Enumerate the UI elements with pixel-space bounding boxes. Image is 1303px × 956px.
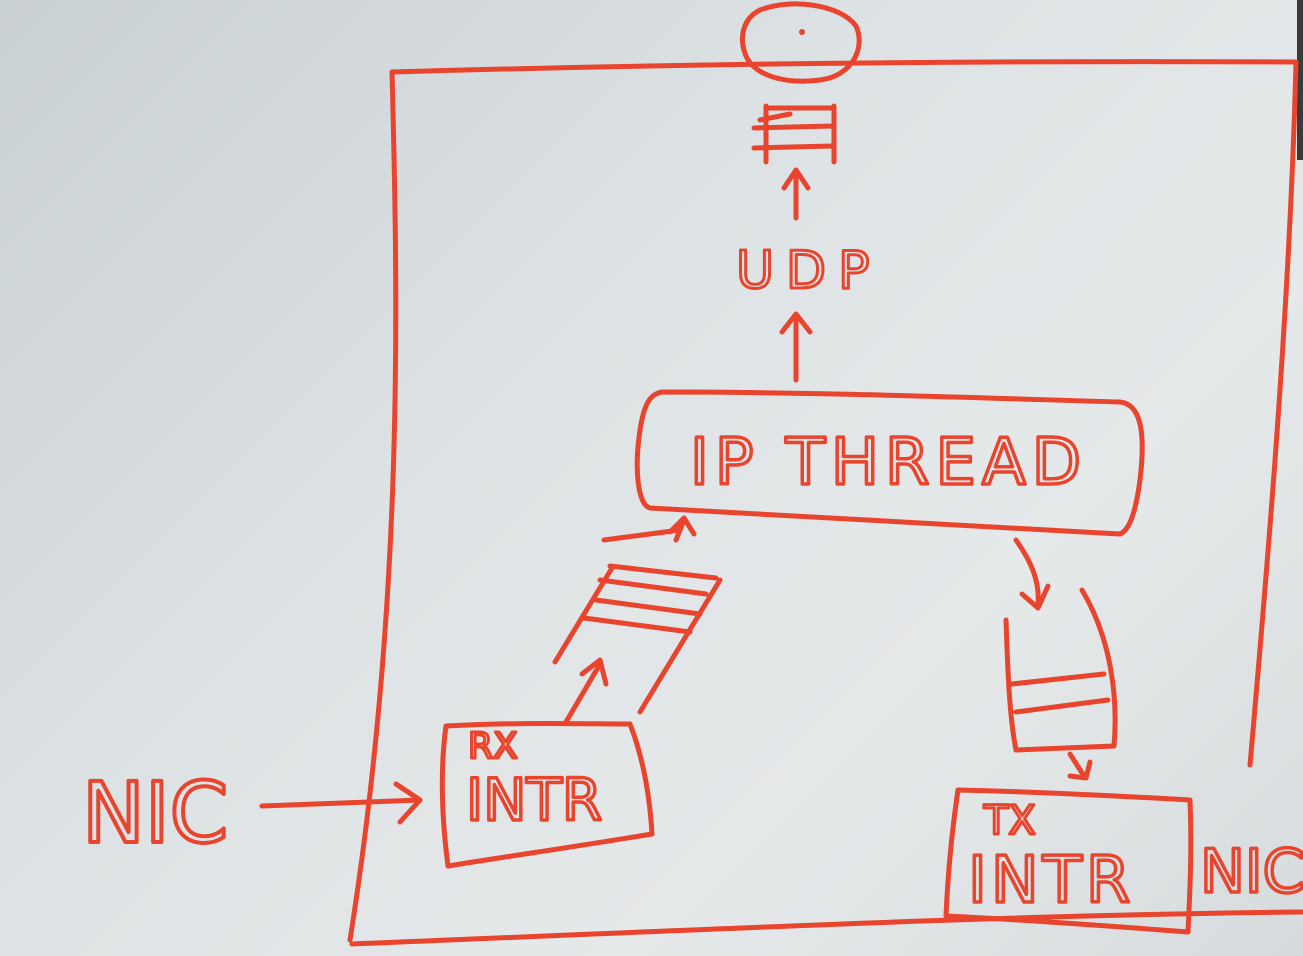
rx-queue xyxy=(552,527,723,715)
tx-intr-box xyxy=(943,787,1194,935)
rx-intr-label: INTR xyxy=(466,766,602,834)
tx-label: TX xyxy=(983,798,1036,844)
arrow-tx-queue-to-intr xyxy=(1067,751,1093,781)
board-edge xyxy=(1297,0,1303,160)
nic-left-label: NIC xyxy=(82,764,228,862)
arrow-nic-to-rx xyxy=(259,781,423,825)
arrow-rx-to-queue xyxy=(563,657,609,725)
ip-thread-box xyxy=(634,389,1145,537)
tx-queue xyxy=(1003,587,1118,753)
arrow-queue-to-ip xyxy=(667,515,697,543)
arrow-ip-to-tx-queue xyxy=(1013,537,1051,611)
tx-intr-label: INTR xyxy=(968,844,1134,918)
kernel-boundary-box xyxy=(347,59,1303,947)
process-blob xyxy=(740,1,862,84)
rx-label: RX xyxy=(468,726,518,767)
process-blob-dot xyxy=(799,29,805,35)
nic-right-label: NIC xyxy=(1200,837,1303,907)
ip-thread-label: IP THREAD xyxy=(690,426,1087,500)
arrow-ip-to-udp xyxy=(779,311,813,383)
socket-queue xyxy=(751,103,837,165)
udp-label: UDP xyxy=(736,241,881,301)
rx-intr-box xyxy=(439,721,655,869)
arrow-udp-to-queue xyxy=(781,167,811,221)
